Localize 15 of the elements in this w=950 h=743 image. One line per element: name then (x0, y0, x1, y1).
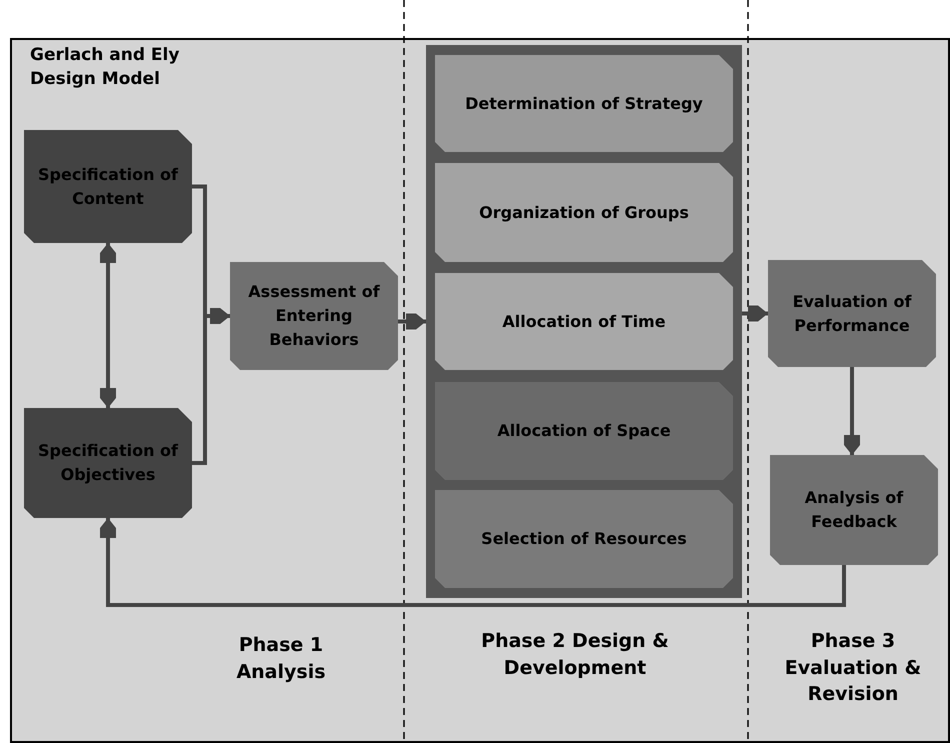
phase-label: Phase 2 Design & Development (480, 629, 670, 681)
process-box: Analysis of Feedback (770, 455, 938, 565)
phase-label: Phase 3 Evaluation & Revision (784, 629, 922, 708)
process-box: Selection of Resources (435, 490, 733, 588)
diagram-title: Gerlach and Ely Design Model (30, 44, 180, 91)
process-column (426, 45, 742, 598)
process-box: Determination of Strategy (435, 55, 733, 152)
process-box: Specification of Objectives (24, 408, 192, 518)
process-box: Evaluation of Performance (768, 260, 936, 367)
process-box: Specification of Content (24, 130, 192, 243)
process-box: Organization of Groups (435, 163, 733, 262)
process-box: Allocation of Space (435, 382, 733, 480)
process-box: Assessment of Entering Behaviors (230, 262, 398, 370)
phase-label: Phase 1 Analysis (235, 633, 327, 685)
process-box: Allocation of Time (435, 273, 733, 370)
